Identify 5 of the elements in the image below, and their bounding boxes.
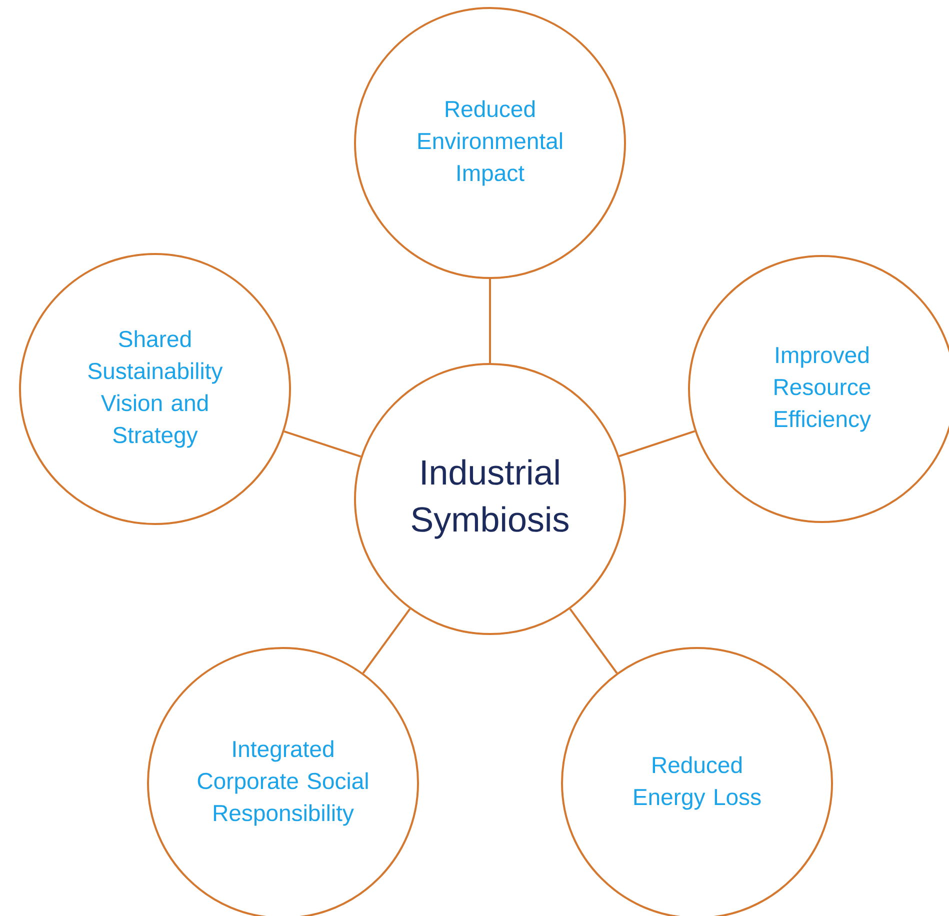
connector-line (618, 430, 696, 458)
connector-line (284, 430, 362, 458)
connector-line (362, 608, 411, 674)
connector-line (569, 608, 618, 674)
connector-line (489, 279, 491, 363)
